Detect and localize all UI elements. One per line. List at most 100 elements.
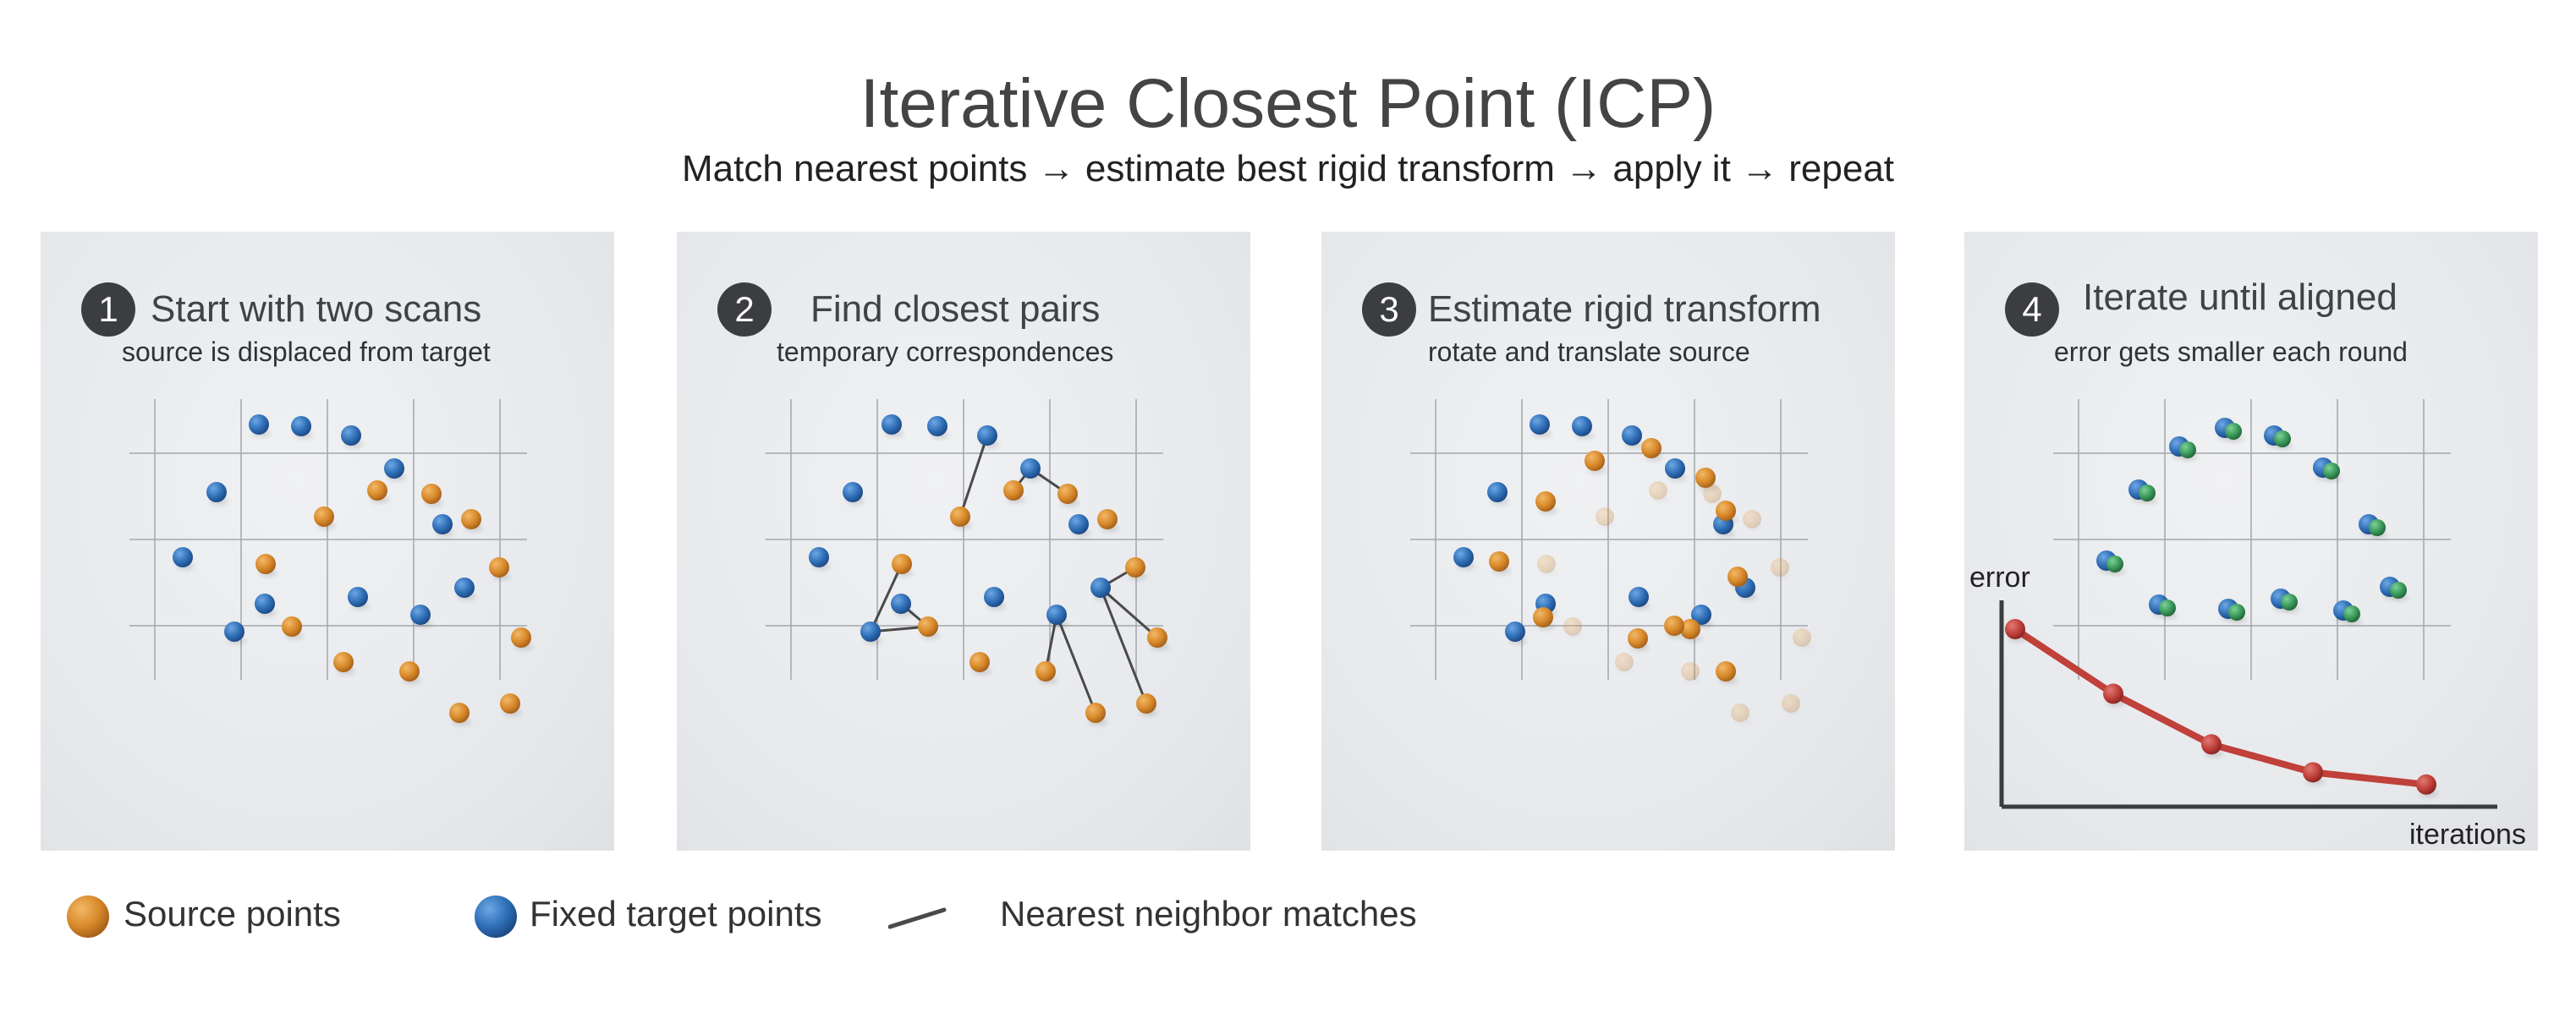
target-point xyxy=(1629,587,1651,610)
panel-3-grid xyxy=(1410,399,1808,680)
diagram-title: Iterative Closest Point (ICP) xyxy=(860,65,1716,142)
target-point xyxy=(882,414,904,437)
legend-match: Nearest neighbor matches xyxy=(888,888,1480,947)
nearest-neighbor-match-line xyxy=(958,434,989,518)
nearest-neighbor-match-line xyxy=(869,562,904,633)
source-point xyxy=(1147,627,1169,650)
transformed-source-point xyxy=(1641,438,1663,461)
target-point xyxy=(977,425,999,448)
target-point xyxy=(1622,425,1644,448)
panel-1-title: Start with two scans xyxy=(151,288,482,330)
source-point xyxy=(421,484,443,507)
nearest-neighbor-match-line xyxy=(1099,586,1148,705)
target-point xyxy=(432,514,454,537)
target-point xyxy=(1572,416,1594,439)
target-point xyxy=(843,482,865,505)
source-point xyxy=(282,616,304,639)
step-3-badge: 3 xyxy=(1362,282,1416,337)
target-point xyxy=(206,482,228,505)
transformed-source-point xyxy=(1628,628,1650,651)
target-point xyxy=(341,425,363,448)
error-point xyxy=(2201,734,2223,758)
legend-source: Source points xyxy=(64,888,369,947)
transformed-source-point xyxy=(1716,501,1738,523)
target-point xyxy=(1090,578,1112,600)
source-point xyxy=(1003,480,1025,503)
diagram-subtitle: Match nearest points → estimate best rig… xyxy=(681,148,1895,189)
source-point xyxy=(1097,509,1119,532)
aligned-source-point xyxy=(2228,604,2247,623)
panel-2-grid xyxy=(766,399,1163,680)
target-point xyxy=(927,416,949,439)
target-point-icon xyxy=(475,895,517,938)
target-point xyxy=(1068,514,1090,537)
source-point xyxy=(511,627,533,650)
source-point xyxy=(333,652,355,675)
source-point xyxy=(918,616,940,639)
previous-source-point xyxy=(1793,628,1811,647)
aligned-source-point xyxy=(2323,463,2342,482)
panel-2-caption: temporary correspondences xyxy=(777,337,1114,367)
panel-4-title: Iterate until aligned xyxy=(2083,277,2397,318)
panel-2-find-closest-pairs: 2 Find closest pairs temporary correspon… xyxy=(677,232,1250,851)
legend-match-label: Nearest neighbor matches xyxy=(1000,894,1417,934)
panel-3-point-plot xyxy=(1410,399,1811,722)
target-point xyxy=(1046,605,1068,627)
transformed-source-point xyxy=(1695,468,1717,490)
transformed-source-point xyxy=(1585,451,1607,474)
panel-4-caption: error gets smaller each round xyxy=(2054,337,2408,367)
previous-source-point xyxy=(1782,694,1800,713)
transformed-source-point xyxy=(1533,607,1555,630)
target-point xyxy=(384,458,406,481)
target-point xyxy=(454,578,476,600)
panel-1-start-with-two-scans: 1 Start with two scans source is displac… xyxy=(41,232,614,851)
target-point xyxy=(1453,547,1475,570)
previous-source-point xyxy=(1649,481,1667,500)
target-point xyxy=(1665,458,1687,481)
transformed-source-point xyxy=(1664,616,1686,638)
source-point xyxy=(1057,484,1079,507)
target-point xyxy=(224,622,246,644)
target-point xyxy=(1530,414,1552,437)
target-point xyxy=(891,594,913,616)
match-line-icon xyxy=(888,907,947,929)
source-point xyxy=(449,703,471,726)
nearest-neighbor-match-line xyxy=(1055,613,1097,715)
iterations-axis-label: iterations xyxy=(2409,819,2526,851)
transformed-source-point xyxy=(1489,551,1511,574)
error-point xyxy=(2303,762,2325,786)
aligned-source-point xyxy=(2390,582,2408,601)
transformed-source-point xyxy=(1535,491,1557,514)
source-point xyxy=(399,661,421,684)
error-point xyxy=(2416,774,2438,797)
previous-source-point xyxy=(1596,507,1614,526)
panel-3-caption: rotate and translate source xyxy=(1428,337,1750,367)
target-point xyxy=(1505,622,1527,644)
panel-4-grid xyxy=(2053,399,2451,680)
aligned-source-point xyxy=(2343,605,2362,625)
source-point xyxy=(489,557,511,580)
step-2-badge: 2 xyxy=(717,282,772,337)
panel-3-title: Estimate rigid transform xyxy=(1428,288,1821,330)
source-point-icon xyxy=(67,895,109,938)
target-point xyxy=(984,587,1006,610)
aligned-source-point xyxy=(2179,441,2198,461)
target-point xyxy=(249,414,271,437)
legend-target-label: Fixed target points xyxy=(530,894,822,934)
previous-source-point xyxy=(1615,653,1634,671)
source-point xyxy=(950,507,972,529)
step-1-badge: 1 xyxy=(81,282,135,337)
target-point xyxy=(1487,482,1509,505)
panel-2-point-plot xyxy=(766,399,1169,726)
transformed-source-point xyxy=(1716,661,1738,684)
legend: Source points Fixed target points Neares… xyxy=(0,888,2576,956)
aligned-source-point xyxy=(2225,423,2244,442)
panel-1-point-plot xyxy=(129,399,533,726)
transformed-source-point xyxy=(1727,567,1749,589)
source-point xyxy=(1136,693,1158,716)
aligned-source-point xyxy=(2106,556,2125,575)
step-4-badge: 4 xyxy=(2005,282,2059,337)
